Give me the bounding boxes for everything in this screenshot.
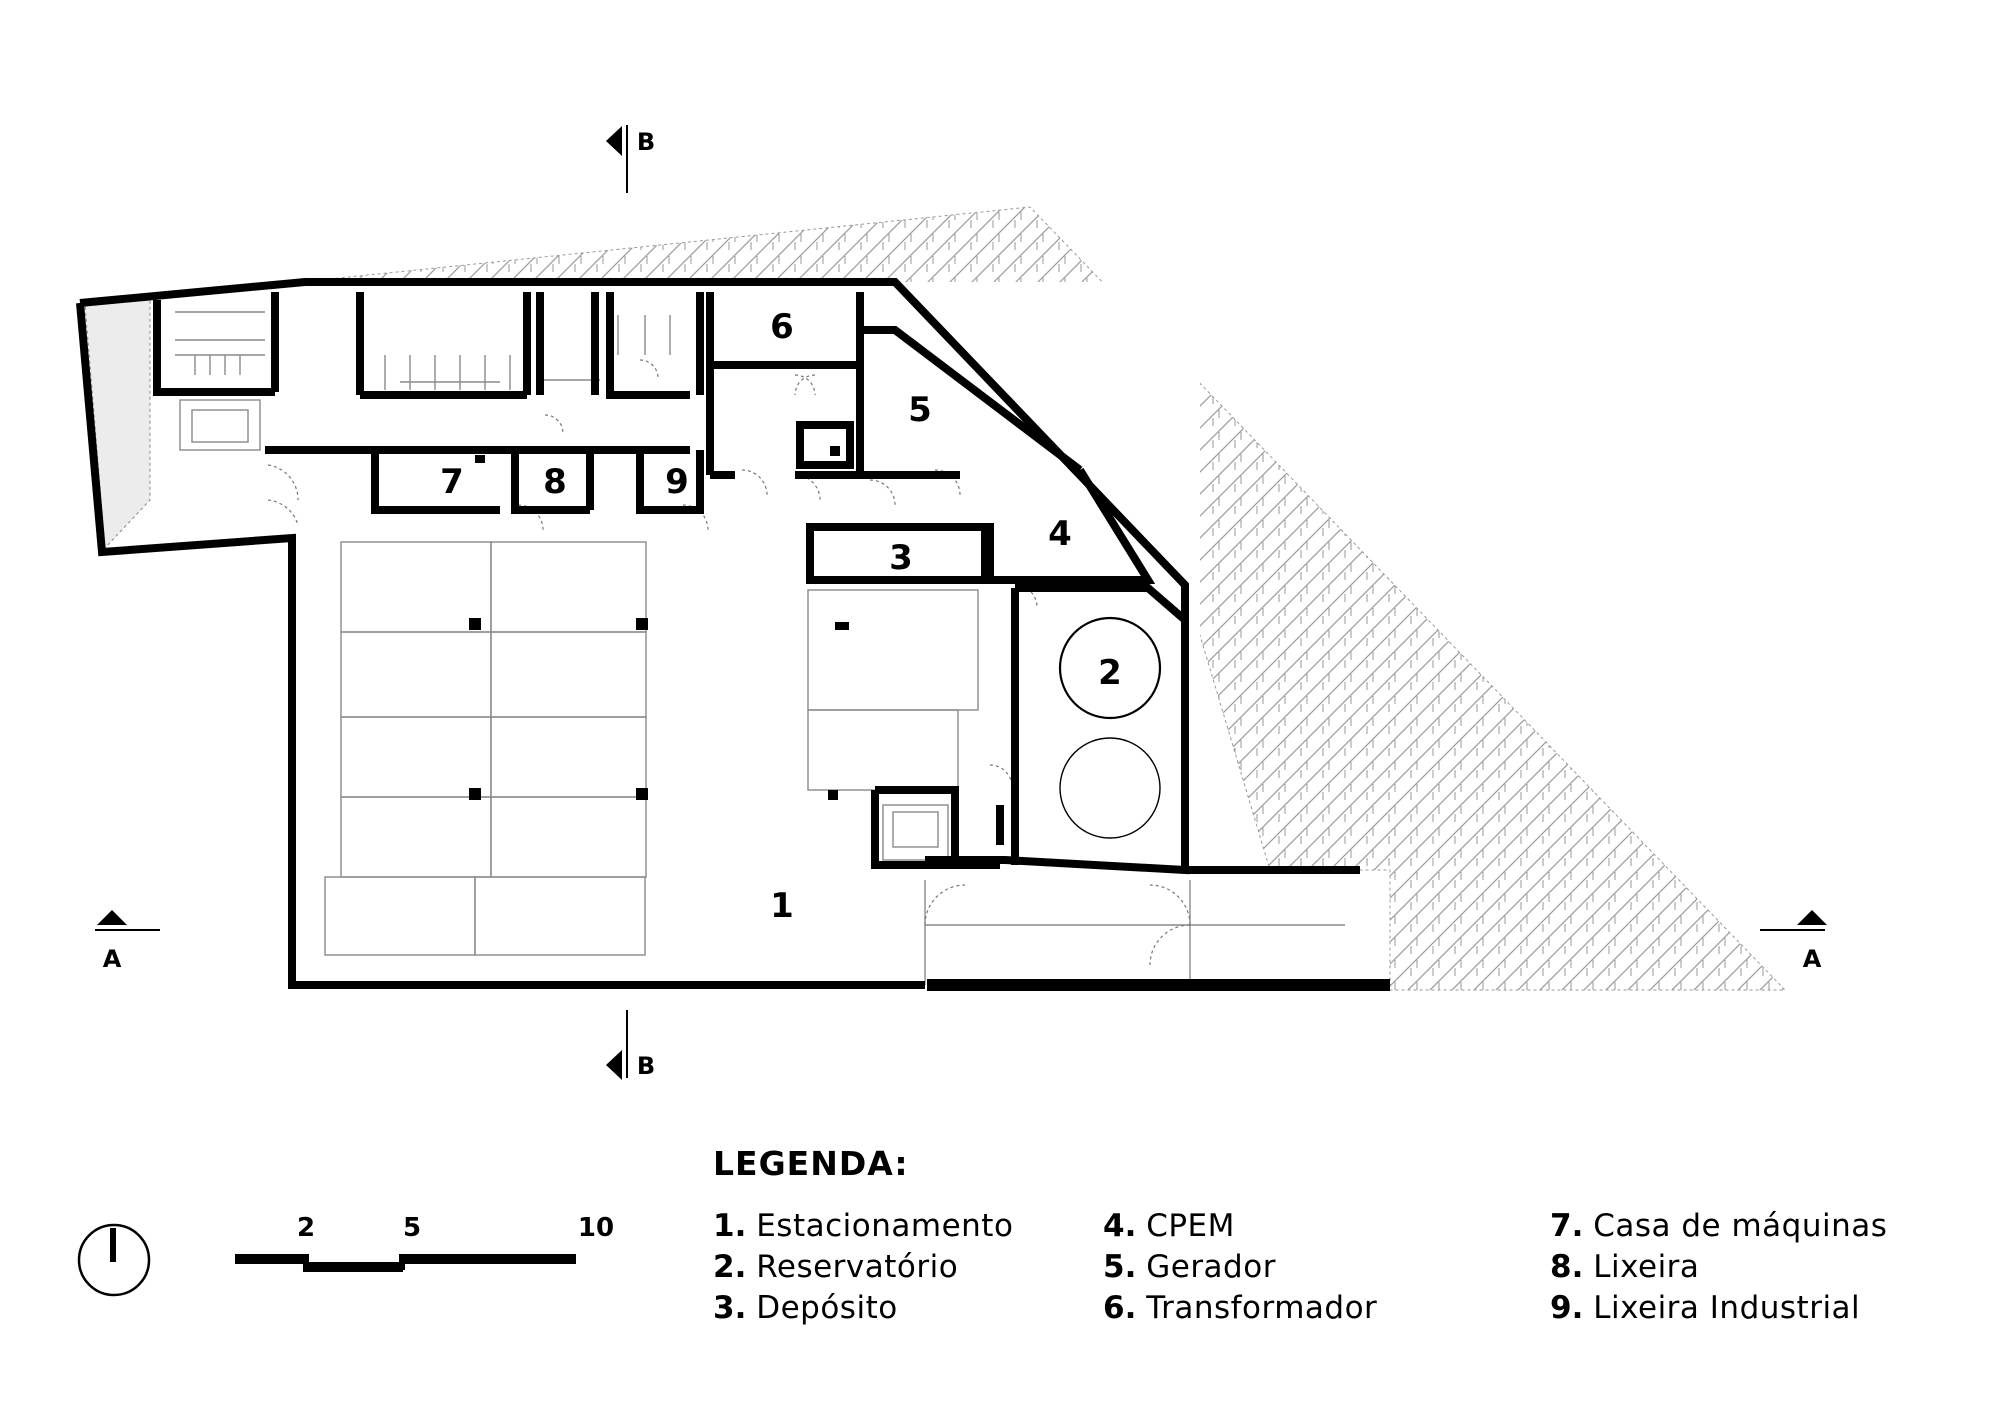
section-marker-b-bottom: B — [606, 1010, 655, 1080]
scale-label-5: 5 — [403, 1213, 421, 1243]
room-number-3: 3 — [889, 538, 913, 578]
legend-column-2: 4. CPEM 5. Gerador 6. Transformador — [1103, 1206, 1377, 1329]
legend-item: 1. Estacionamento — [713, 1208, 1014, 1244]
reservoir-tank-1 — [1058, 616, 1162, 720]
north-arrow — [77, 1223, 151, 1297]
legend-item: 7. Casa de máquinas — [1550, 1208, 1888, 1244]
legend-title: LEGENDA: — [713, 1144, 909, 1183]
room-number-2: 2 — [1098, 653, 1122, 693]
reservoir-tank-2 — [1059, 737, 1161, 839]
room-number-5: 5 — [908, 390, 932, 430]
scale-label-2: 2 — [297, 1213, 315, 1243]
section-label-a-right: A — [1803, 945, 1822, 973]
legend-item: 3. Depósito — [713, 1290, 898, 1326]
room-number-6: 6 — [770, 307, 794, 347]
room-number-1: 1 — [770, 886, 794, 926]
room-number-4: 4 — [1048, 514, 1072, 554]
room-numbers: 1 2 3 4 5 6 7 8 9 — [440, 307, 1122, 926]
section-marker-a-right: A — [1760, 910, 1827, 973]
legend-item: 9. Lixeira Industrial — [1550, 1290, 1861, 1326]
legend-column-3: 7. Casa de máquinas 8. Lixeira 9. Lixeir… — [1550, 1206, 1887, 1329]
section-label-b-bottom: B — [637, 1052, 655, 1080]
legend-item: 8. Lixeira — [1550, 1249, 1700, 1285]
legend-column-1: 1. Estacionamento 2. Reservatório 3. Dep… — [713, 1206, 1013, 1329]
scale-bar: 2 5 10 — [235, 1213, 614, 1272]
legend-item: 6. Transformador — [1103, 1290, 1378, 1326]
legend-item: 4. CPEM — [1103, 1208, 1235, 1244]
room-number-7: 7 — [440, 462, 464, 502]
scale-label-10: 10 — [578, 1213, 614, 1243]
legend: LEGENDA: 1. Estacionamento 2. Reservatór… — [713, 1144, 1993, 1344]
thin-lines — [175, 311, 1345, 985]
columns — [469, 446, 849, 800]
section-label-b-top: B — [637, 128, 655, 156]
section-marker-b-top: B — [606, 125, 655, 193]
room-number-8: 8 — [543, 462, 567, 502]
section-label-a-left: A — [103, 945, 122, 973]
legend-item: 5. Gerador — [1103, 1249, 1276, 1285]
section-marker-a-left: A — [95, 910, 160, 973]
walls — [76, 278, 1390, 991]
room-number-9: 9 — [665, 462, 689, 502]
legend-item: 2. Reservatório — [713, 1249, 959, 1285]
